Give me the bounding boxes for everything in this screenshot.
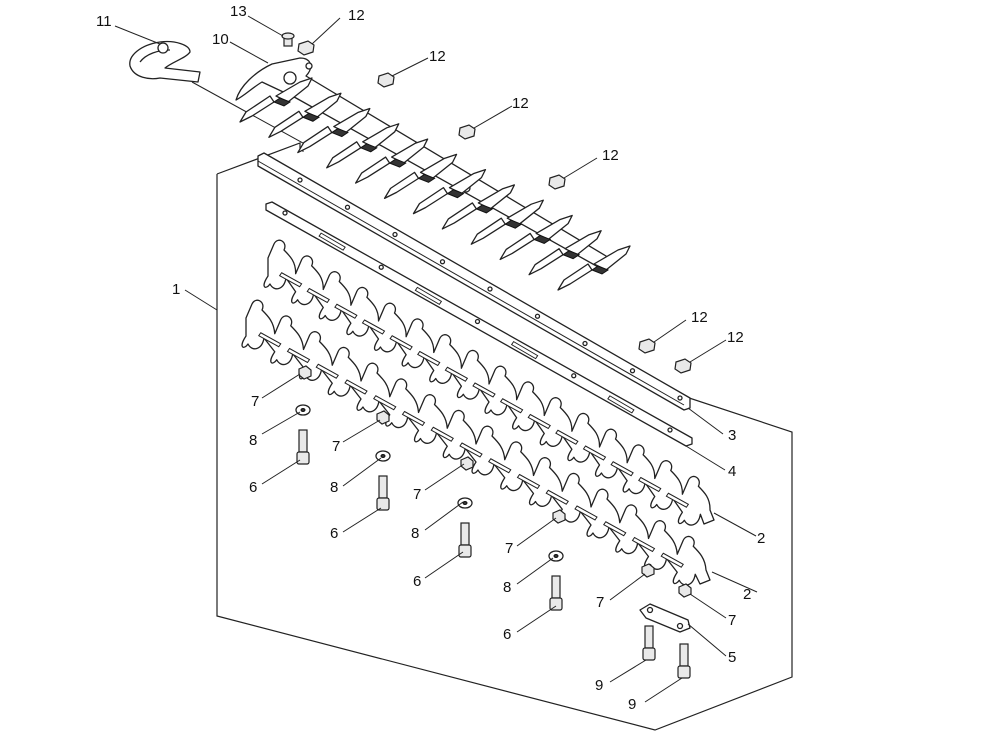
callout-10: 10	[212, 31, 229, 48]
callout-12: 12	[727, 329, 744, 346]
part-5-plate	[639, 603, 691, 633]
callout-9: 9	[595, 677, 603, 694]
callout-7: 7	[332, 438, 340, 455]
part-12-nuts	[297, 40, 692, 374]
callout-5: 5	[728, 649, 736, 666]
part-13-screw	[281, 32, 295, 47]
callout-8: 8	[411, 525, 419, 542]
callout-12: 12	[429, 48, 446, 65]
callout-2: 2	[743, 586, 751, 603]
callout-12: 12	[348, 7, 365, 24]
callout-1: 1	[172, 281, 180, 298]
callout-12: 12	[602, 147, 619, 164]
callout-8: 8	[249, 432, 257, 449]
callout-6: 6	[413, 573, 421, 590]
part-4-spacer-plate	[265, 201, 693, 447]
callout-8: 8	[503, 579, 511, 596]
callout-8: 8	[330, 479, 338, 496]
part-10-upper-blade	[235, 57, 631, 291]
leader-lines	[114, 15, 758, 703]
callout-13: 13	[230, 3, 247, 20]
callout-4: 4	[728, 463, 736, 480]
part-2-cutter-blade-upper	[263, 239, 715, 526]
callout-7: 7	[728, 612, 736, 629]
callout-12: 12	[691, 309, 708, 326]
part-3-blade-bar	[257, 152, 691, 411]
callout-7: 7	[251, 393, 259, 410]
callout-6: 6	[249, 479, 257, 496]
callout-6: 6	[503, 626, 511, 643]
callout-2: 2	[757, 530, 765, 547]
callout-11: 11	[96, 13, 112, 30]
part-9-bolts	[642, 625, 691, 679]
callout-6: 6	[330, 525, 338, 542]
callout-7: 7	[413, 486, 421, 503]
callout-3: 3	[728, 427, 736, 444]
callout-9: 9	[628, 696, 636, 713]
callout-12: 12	[512, 95, 529, 112]
callout-7: 7	[596, 594, 604, 611]
part-2-cutter-blade-lower	[241, 299, 711, 586]
callout-labels: 11 13 12 10 12 12 12 12 12 1 3 4 2 2 7 8…	[96, 3, 765, 713]
part-7-8-6-fastener-sets	[295, 365, 692, 611]
callout-7: 7	[505, 540, 513, 557]
